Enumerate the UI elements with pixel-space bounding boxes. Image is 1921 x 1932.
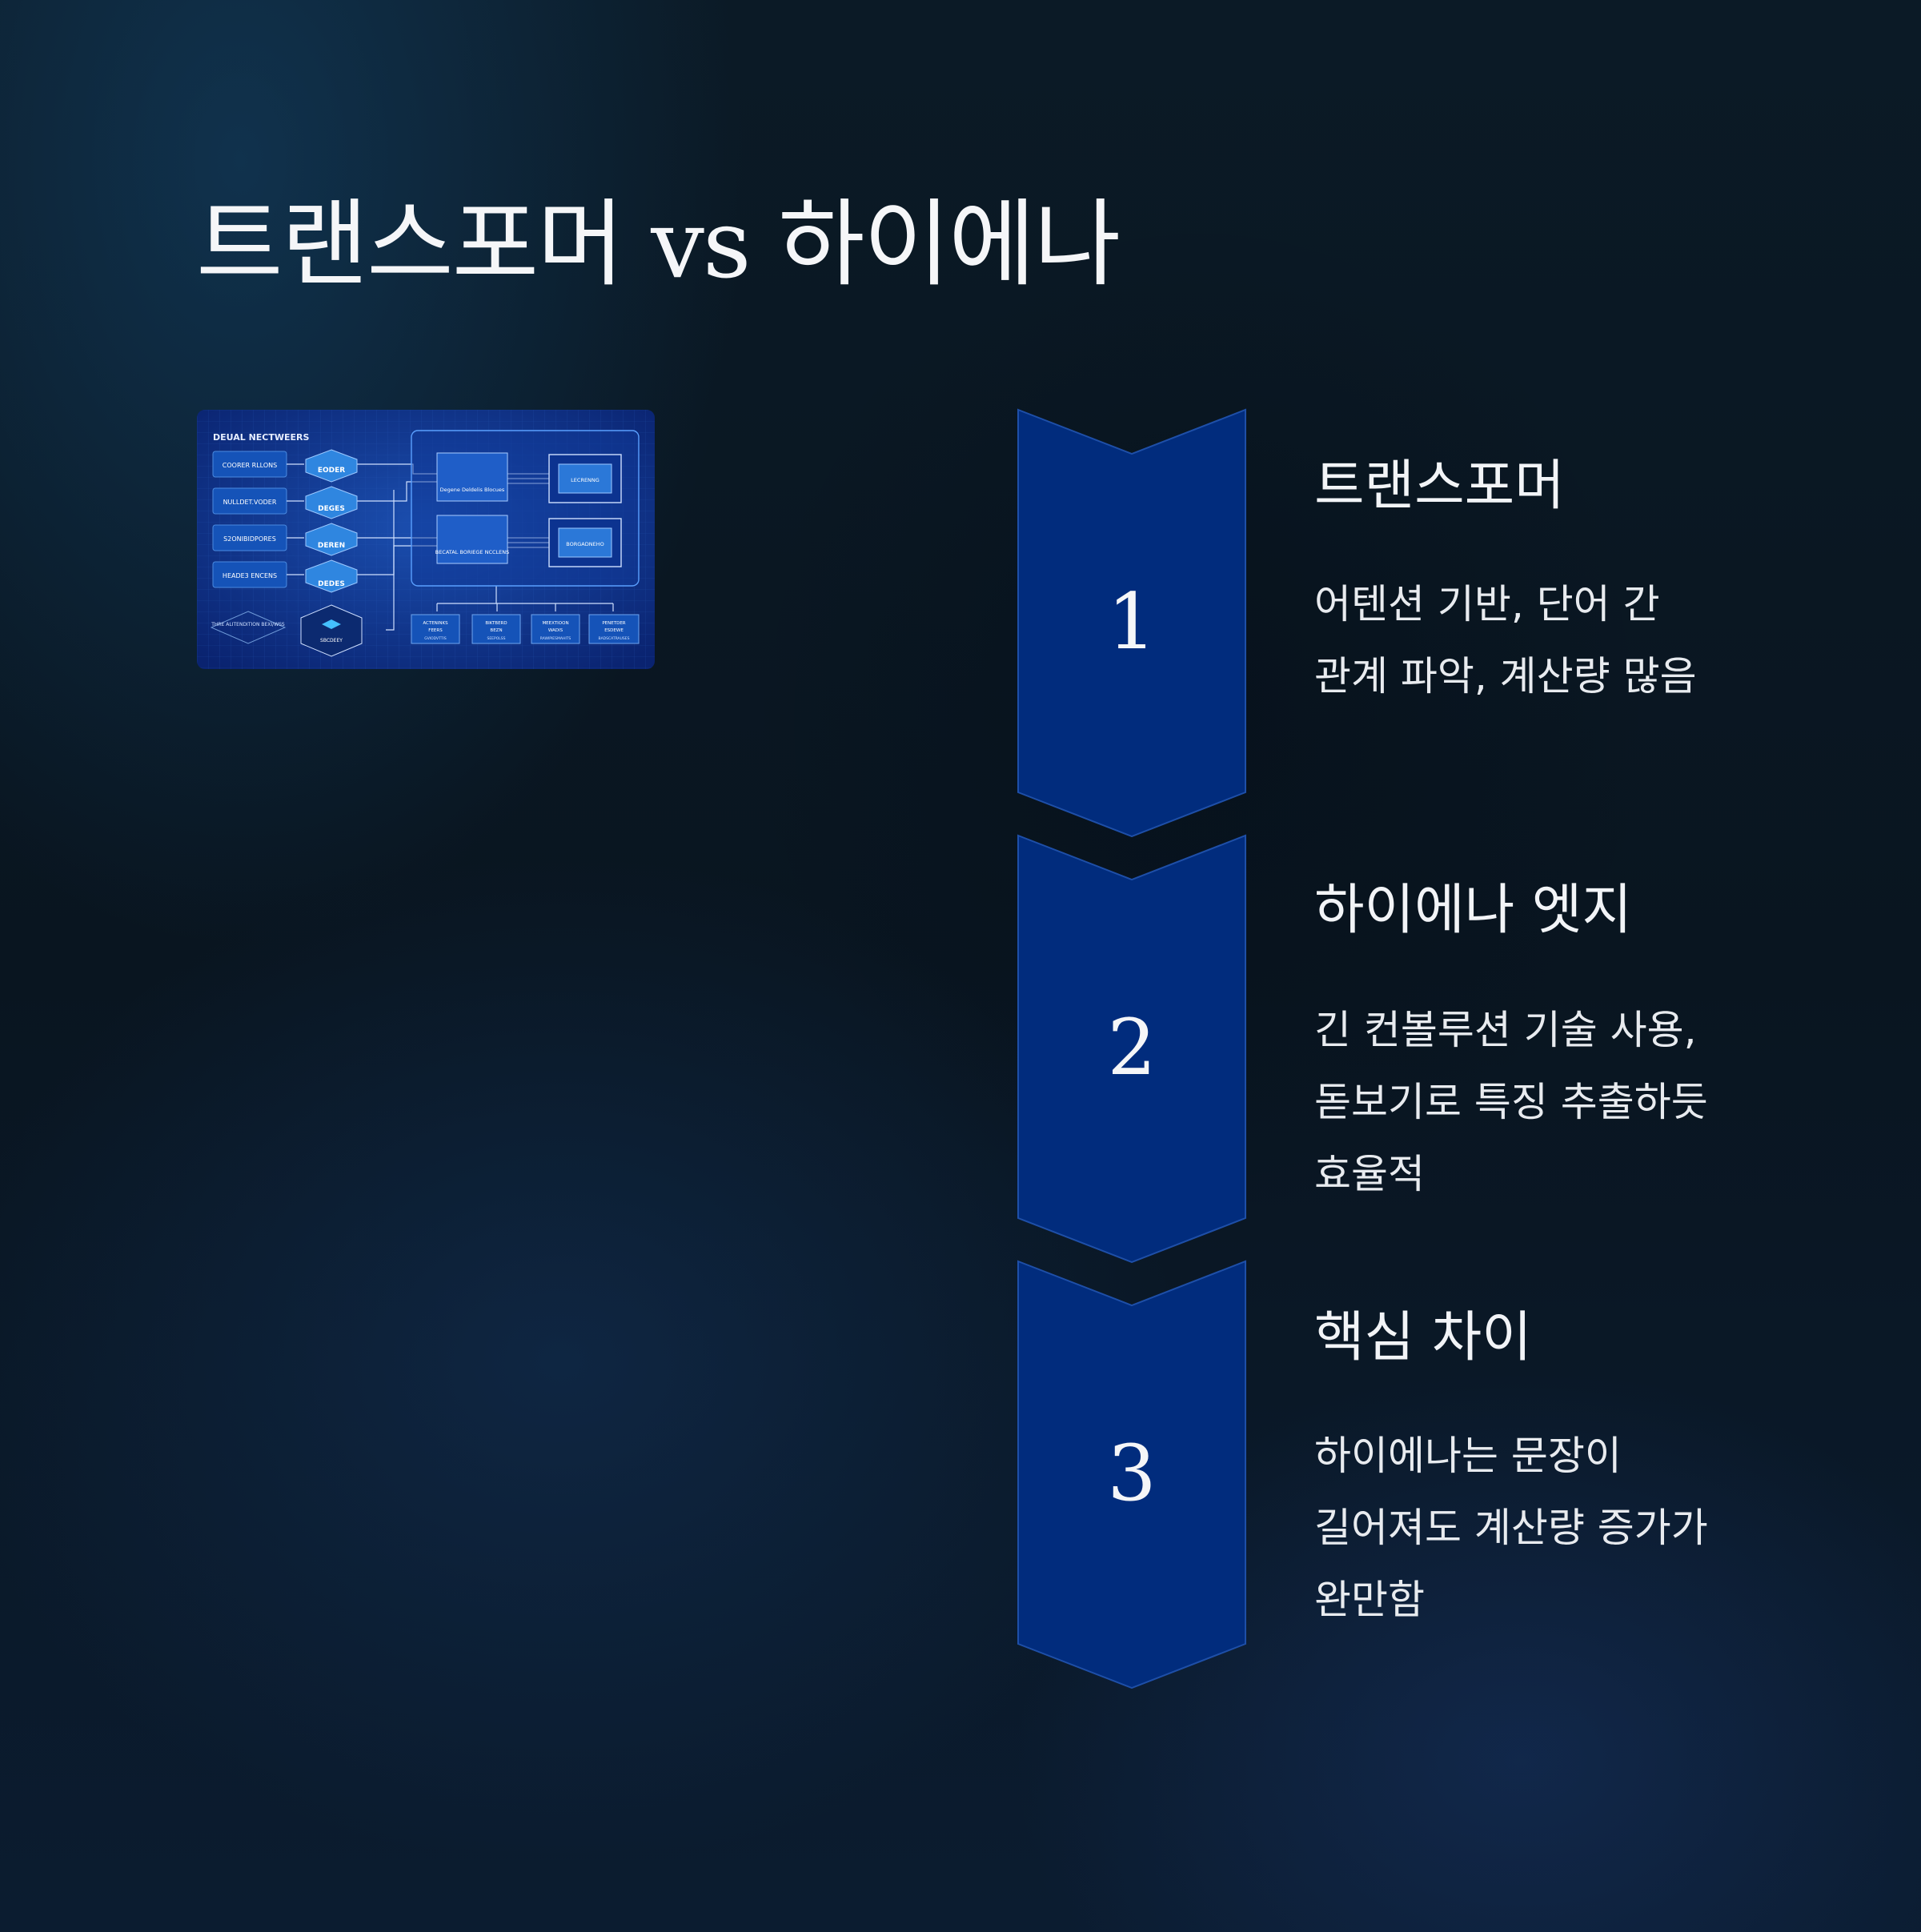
step-1-number: 1 (1107, 577, 1157, 667)
step-1-body: 어텐션 기반, 단어 간 관계 파악, 계산량 많음 (1314, 581, 1697, 699)
diagram-bottom-box-line: BADSCATRAUSES (599, 636, 630, 641)
diagram-bottom-center-label: SBCDEEY (320, 638, 343, 643)
diagram-center-block-label: BECATAL BORIEGE NCCLENS (435, 549, 510, 555)
diagram-diamond-label: THRE ALITENDITION BEXI/WSS (211, 622, 285, 627)
dual-network-diagram-image: DEUAL NECTWEERS COORER RLLONS NULLDET.VO… (197, 410, 655, 669)
diagram-left-box-label: COORER RLLONS (223, 462, 277, 469)
diagram-bottom-box-line: ESDEWE (604, 628, 624, 633)
diagram-left-box-label: HEADE3 ENCENS (223, 572, 277, 579)
diagram-bottom-box-line: FEERS (428, 628, 443, 633)
diagram-center-blocks: Degene Deldelis Blocues BECATAL BORIEGE … (435, 452, 510, 564)
diagram-left-boxes: COORER RLLONS NULLDET.VODER S2ONIBIDPORE… (212, 451, 287, 588)
step-2-chevron (1017, 834, 1247, 1263)
diagram-bottom-box-line: ACTENINKS (423, 621, 448, 626)
step-2-heading: 하이에나 엣지 (1314, 879, 1632, 942)
step-1-chevron (1017, 408, 1247, 837)
diagram-bottom-box-line: MEEXTIOON (542, 621, 568, 626)
diagram-heading: DEUAL NECTWEERS (213, 432, 310, 443)
diagram-hex-label: DEGES (318, 505, 345, 513)
page-title: 트랜스포머 vs 하이에나 (196, 189, 1121, 299)
diagram-bottom-box-line: BIKTBERD (485, 621, 507, 626)
diagram-chip-label: LECRENNG (571, 477, 600, 483)
diagram-bottom-box-line: BEZN (490, 628, 502, 633)
step-3-heading: 핵심 차이 (1314, 1306, 1532, 1369)
diagram-hexagons: EODER DEGES DEREN DEDES (305, 449, 358, 593)
diagram-bottom-box-line: PENETDER (602, 621, 625, 626)
diagram-left-box-label: NULLDET.VODER (223, 499, 277, 506)
diagram-center-block-label: Degene Deldelis Blocues (440, 487, 505, 493)
step-1-heading: 트랜스포머 (1314, 455, 1565, 518)
diagram-hex-label: EODER (318, 467, 345, 475)
diagram-bottom-box-line: GVIODVTTIS (424, 636, 447, 641)
step-2-body: 긴 컨볼루션 기술 사용, 돋보기로 특징 추출하듯 효율적 (1314, 1007, 1708, 1197)
step-3-body: 하이에나는 문장이 길어져도 계산량 증가가 완만함 (1314, 1433, 1708, 1623)
diagram-bottom-box-line: SEEPOLSS (487, 636, 505, 641)
step-3-chevron (1017, 1260, 1247, 1689)
step-3-number: 3 (1107, 1429, 1157, 1518)
diagram-hex-label: DEREN (318, 542, 345, 550)
diagram-hex-label: DEDES (318, 580, 345, 588)
diagram-bottom-box-line: RAWIPIESMAHITS (540, 636, 571, 641)
diagram-chips: LECRENNG BORGADNEHO (548, 454, 622, 567)
diagram-chip-label: BORGADNEHO (566, 541, 604, 547)
diagram-left-box-label: S2ONIBIDPORES (223, 535, 276, 543)
step-2-number: 2 (1107, 1003, 1157, 1092)
diagram-bottom-box-line: WADIS (548, 628, 563, 633)
diagram-bottom-boxes: ACTENINKS FEERS GVIODVTTIS BIKTBERD BEZN… (411, 614, 640, 644)
